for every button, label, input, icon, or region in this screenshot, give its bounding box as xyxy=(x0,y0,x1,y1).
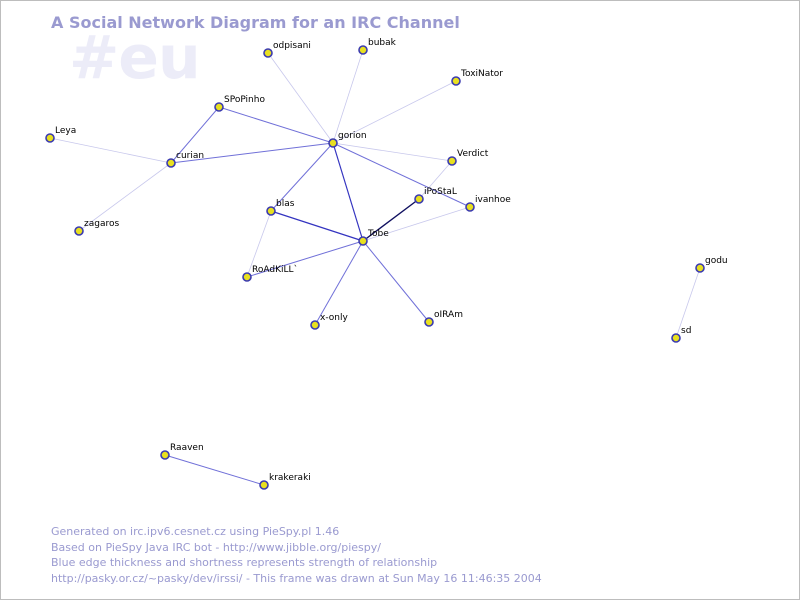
edge-gorion-verdict xyxy=(332,142,453,162)
edge-tobe-oiram xyxy=(362,240,430,323)
edge-ipostal-tobe xyxy=(362,198,420,242)
node-krakeraki: krakeraki xyxy=(259,473,311,490)
node-label: x-only xyxy=(320,313,348,323)
node-leya: Leya xyxy=(45,126,76,143)
node-marker xyxy=(451,76,461,86)
footer-line-generated: Generated on irc.ipv6.cesnet.cz using Pi… xyxy=(51,525,340,538)
node-label: ToxiNator xyxy=(460,69,503,79)
edge-godu-sd xyxy=(675,267,701,339)
node-label: godu xyxy=(705,256,728,266)
edge-gorion-curian xyxy=(170,142,334,164)
edge-tobe-ivanhoe xyxy=(362,206,471,242)
edge-curian-zagaros xyxy=(78,162,172,232)
edge-gorion-bubak xyxy=(332,49,364,144)
node-sd: sd xyxy=(671,326,691,343)
node-marker xyxy=(74,226,84,236)
node-marker xyxy=(414,194,424,204)
edge-gorion-spopinho xyxy=(218,106,334,144)
node-marker xyxy=(358,45,368,55)
node-label: bubak xyxy=(368,38,397,48)
node-label: zagaros xyxy=(84,219,119,229)
node-label: blas xyxy=(276,199,295,209)
edge-raaven-krakeraki xyxy=(164,454,265,486)
node-ipostal: iPoStaL xyxy=(414,187,457,204)
edge-tobe-roadkill xyxy=(246,240,364,278)
node-label: oIRAm xyxy=(434,310,463,320)
node-marker xyxy=(695,263,705,273)
node-toxinator: ToxiNator xyxy=(451,69,503,86)
footer-credits: Generated on irc.ipv6.cesnet.cz using Pi… xyxy=(51,524,542,586)
footer-line-legend: Blue edge thickness and shortness repres… xyxy=(51,556,438,569)
node-ivanhoe: ivanhoe xyxy=(465,195,511,212)
node-marker xyxy=(259,480,269,490)
node-marker xyxy=(310,320,320,330)
node-label: Verdict xyxy=(457,149,489,159)
edge-verdict-ipostal xyxy=(418,160,453,200)
edges-layer xyxy=(49,49,701,486)
node-bubak: bubak xyxy=(358,38,397,55)
edge-gorion-ivanhoe xyxy=(332,142,471,208)
node-marker xyxy=(266,206,276,216)
node-label: krakeraki xyxy=(269,473,311,483)
edge-blas-roadkill xyxy=(246,210,272,278)
node-raaven: Raaven xyxy=(160,443,204,460)
node-label: Raaven xyxy=(170,443,204,453)
node-marker xyxy=(358,236,368,246)
edge-blas-tobe xyxy=(270,210,364,242)
node-label: iPoStaL xyxy=(424,187,457,197)
node-marker xyxy=(447,156,457,166)
node-gorion: gorion xyxy=(328,131,367,148)
edge-spopinho-curian xyxy=(170,106,220,164)
node-label: sd xyxy=(681,326,691,336)
edge-gorion-odpisani xyxy=(267,52,334,144)
node-label: SPoPinho xyxy=(224,95,265,105)
node-verdict: Verdict xyxy=(447,149,489,166)
node-label: ivanhoe xyxy=(475,195,511,205)
node-marker xyxy=(671,333,681,343)
node-marker xyxy=(214,102,224,112)
node-roadkill: RoAdKiLL` xyxy=(242,264,298,282)
edge-gorion-blas xyxy=(270,142,334,212)
node-marker xyxy=(465,202,475,212)
node-marker xyxy=(242,272,252,282)
edge-curian-leya xyxy=(49,137,172,164)
node-label: RoAdKiLL` xyxy=(252,264,298,275)
node-spopinho: SPoPinho xyxy=(214,95,265,112)
node-marker xyxy=(166,158,176,168)
node-marker xyxy=(263,48,273,58)
node-label: odpisani xyxy=(273,41,311,51)
channel-watermark: #eu xyxy=(69,23,201,93)
node-blas: blas xyxy=(266,199,295,216)
node-marker xyxy=(328,138,338,148)
node-marker xyxy=(160,450,170,460)
node-godu: godu xyxy=(695,256,728,273)
edge-gorion-toxinator xyxy=(332,80,457,144)
node-label: gorion xyxy=(338,131,367,141)
diagram-title: A Social Network Diagram for an IRC Chan… xyxy=(51,13,460,32)
node-marker xyxy=(45,133,55,143)
node-label: curian xyxy=(176,151,204,161)
node-tobe: Tobe xyxy=(358,229,389,246)
node-label: Leya xyxy=(55,126,76,136)
node-zagaros: zagaros xyxy=(74,219,119,236)
node-marker xyxy=(424,317,434,327)
node-x-only: x-only xyxy=(310,313,348,330)
node-oiram: oIRAm xyxy=(424,310,463,327)
edge-gorion-tobe xyxy=(332,142,364,242)
node-curian: curian xyxy=(166,151,204,168)
node-odpisani: odpisani xyxy=(263,41,311,58)
edge-tobe-x-only xyxy=(314,240,364,326)
node-label: Tobe xyxy=(367,229,389,239)
footer-line-based-on: Based on PieSpy Java IRC bot - http://ww… xyxy=(51,540,381,554)
footer-line-url-timestamp: http://pasky.or.cz/~pasky/dev/irssi/ - T… xyxy=(51,571,542,585)
